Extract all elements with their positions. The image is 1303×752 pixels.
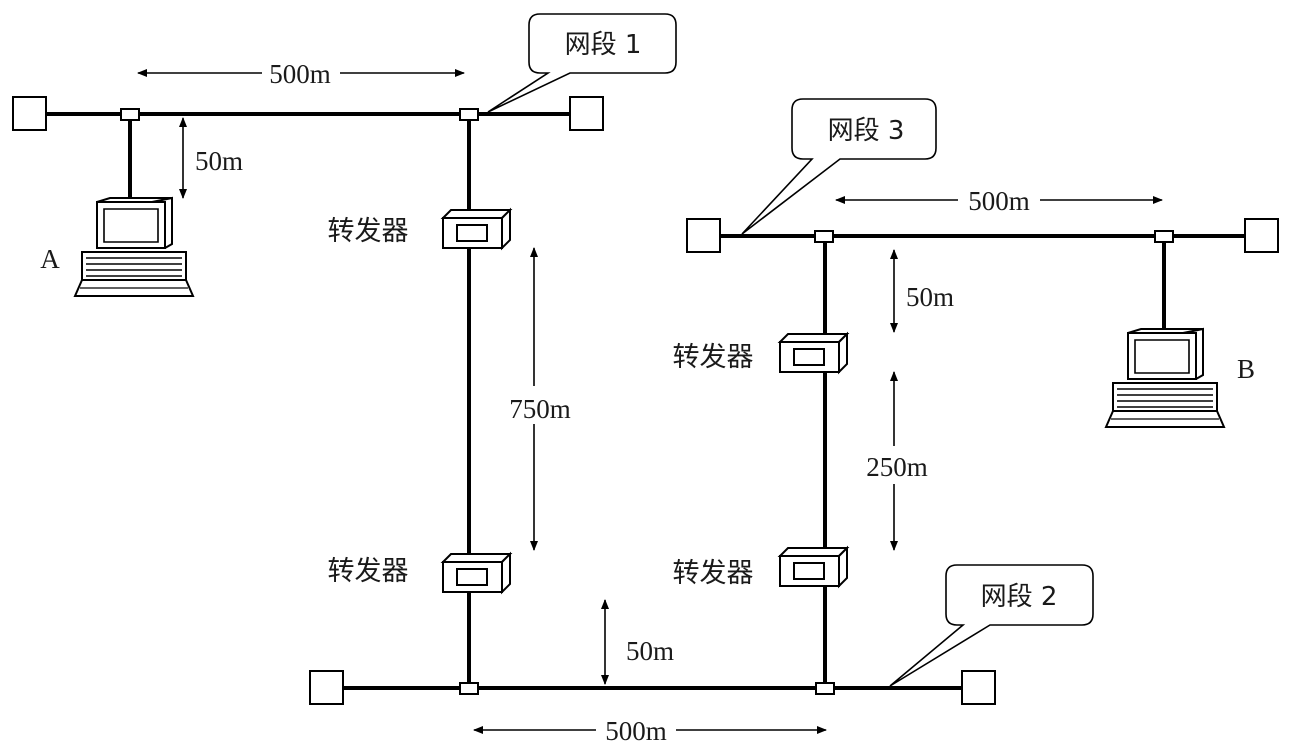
- link-2-middle-dimension: 250m: [866, 371, 928, 551]
- link-1-length-label: 750m: [509, 394, 571, 424]
- link-segment-1-to-2: 转发器 转发器: [328, 120, 513, 684]
- segment-2-callout-bubble: [889, 564, 1094, 687]
- segment-2-tap-link-2: [815, 682, 835, 695]
- segment-3-length-label: 500m: [968, 186, 1030, 216]
- segment-1-tap-link: [459, 108, 479, 121]
- segment-1-length-label: 500m: [269, 59, 331, 89]
- repeater-2-label: 转发器: [328, 556, 409, 587]
- segment-1: [12, 96, 604, 131]
- segment-3-tap-host-b: [1154, 230, 1174, 243]
- repeater-2: [440, 551, 513, 595]
- host-a-label: A: [40, 244, 60, 274]
- segment-1-tap-host-a: [120, 108, 140, 121]
- host-a-drop-label: 50m: [195, 146, 243, 176]
- link-2-middle-label: 250m: [866, 452, 928, 482]
- link-to-seg2-drop-dimension: 50m: [601, 599, 674, 685]
- segment-1-terminator-left: [12, 96, 47, 131]
- segment-3-callout-label: 网段 3: [828, 116, 905, 146]
- link-to-seg2-drop-label: 50m: [626, 636, 674, 666]
- segment-2: [309, 670, 996, 705]
- segment-3-callout: 网段 3: [741, 98, 937, 235]
- segment-2-callout: 网段 2: [889, 564, 1094, 687]
- repeater-3-label: 转发器: [673, 342, 754, 373]
- segment-2-tap-link-1: [459, 682, 479, 695]
- computer-icon: [73, 196, 195, 297]
- segment-2-length-dimension: 500m: [473, 716, 827, 746]
- segment-3-length-dimension: 500m: [835, 186, 1163, 216]
- host-a-drop-dimension: 50m: [179, 117, 243, 199]
- segment-3: [686, 218, 1279, 253]
- computer-icon: [1104, 327, 1226, 428]
- host-b-label: B: [1237, 354, 1255, 384]
- link-2-upper-label: 50m: [906, 282, 954, 312]
- segment-1-callout-bubble: [487, 13, 677, 113]
- segment-2-terminator-left: [309, 670, 344, 705]
- segment-2-terminator-right: [961, 670, 996, 705]
- host-a: A: [40, 120, 195, 297]
- segment-1-terminator-right: [569, 96, 604, 131]
- link-segment-3-to-2: 转发器 转发器: [673, 242, 850, 684]
- segment-2-callout-label: 网段 2: [981, 582, 1058, 612]
- repeater-3: [777, 331, 850, 375]
- segment-1-length-dimension: 500m: [137, 59, 465, 89]
- link-1-length-dimension: 750m: [509, 247, 571, 551]
- segment-1-callout: 网段 1: [487, 13, 677, 113]
- segment-1-callout-label: 网段 1: [565, 30, 642, 60]
- host-b: B: [1104, 242, 1255, 428]
- segment-3-terminator-right: [1244, 218, 1279, 253]
- repeater-1-label: 转发器: [328, 216, 409, 247]
- repeater-4-label: 转发器: [673, 558, 754, 589]
- repeater-4: [777, 545, 850, 589]
- link-2-upper-dimension: 50m: [890, 249, 954, 333]
- segment-3-tap-link: [814, 230, 834, 243]
- segment-3-callout-bubble: [741, 98, 937, 235]
- segment-2-length-label: 500m: [605, 716, 667, 746]
- segment-3-terminator-left: [686, 218, 721, 253]
- repeater-1: [440, 207, 513, 251]
